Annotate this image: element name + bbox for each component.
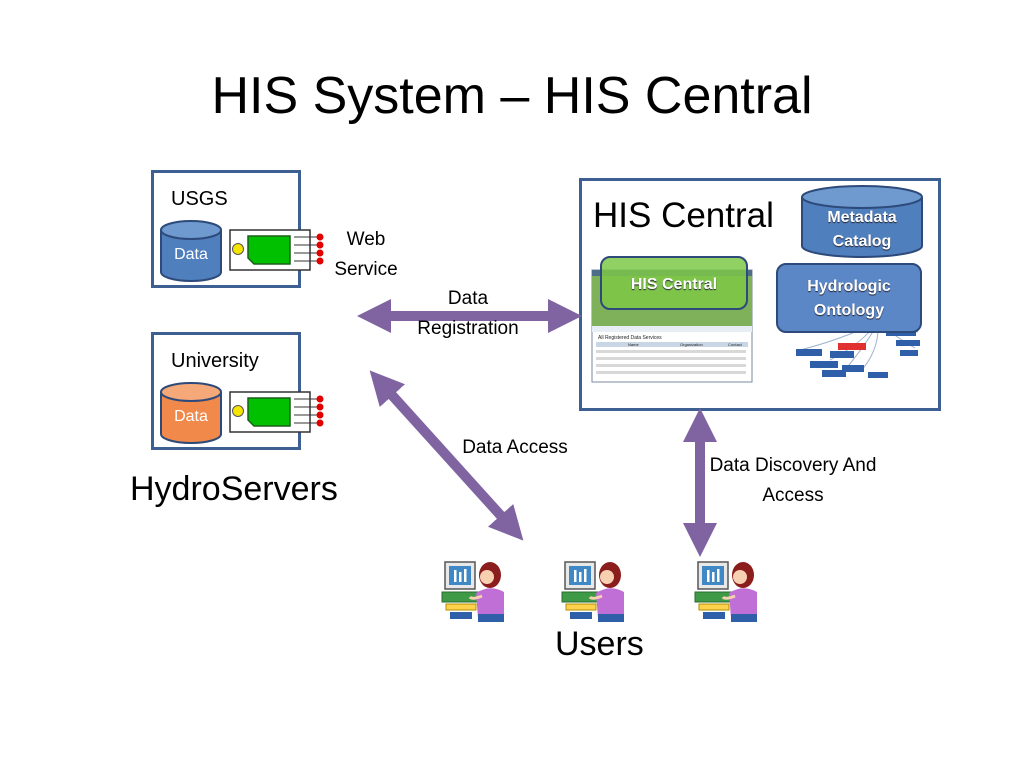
hydrologic-ontology-label: Hydrologic Ontology: [776, 263, 922, 333]
data-discovery-label: Data Discovery And Access: [709, 455, 877, 506]
user-at-computer-icon: [561, 561, 624, 622]
data-access-arrow: [369, 370, 524, 541]
user-at-computer-icon: [441, 561, 504, 622]
database-icon: [160, 220, 222, 282]
users-label: Users: [555, 625, 644, 663]
university-label: University: [171, 350, 259, 372]
web-service-card-icon: [229, 229, 324, 271]
web-service-card-icon: [229, 391, 324, 433]
user-at-computer-icon: [694, 561, 757, 622]
slide-title: HIS System – HIS Central: [211, 67, 813, 125]
data-access-label: Data Access: [462, 437, 568, 458]
his-central-title: HIS Central: [593, 196, 774, 235]
hydroservers-label: HydroServers: [130, 470, 338, 508]
his-central-thumbnail-label: HIS Central: [600, 256, 748, 310]
thumbnail-col-name: Name: [628, 342, 639, 347]
thumbnail-col-organization: Organization: [680, 342, 703, 347]
metadata-catalog-database-icon: [801, 185, 923, 258]
thumbnail-col-contact: Contact: [728, 342, 743, 347]
usgs-db-label: Data: [174, 246, 208, 263]
usgs-label: USGS: [171, 188, 228, 210]
data-registration-label: Data Registration: [417, 288, 519, 339]
thumbnail-table-heading: All Registered Data Services: [598, 335, 662, 341]
web-service-label: Web Service: [334, 229, 398, 280]
database-icon: [160, 382, 222, 444]
university-db-label: Data: [174, 408, 208, 425]
metadata-catalog-label: Metadata Catalog: [827, 209, 897, 250]
